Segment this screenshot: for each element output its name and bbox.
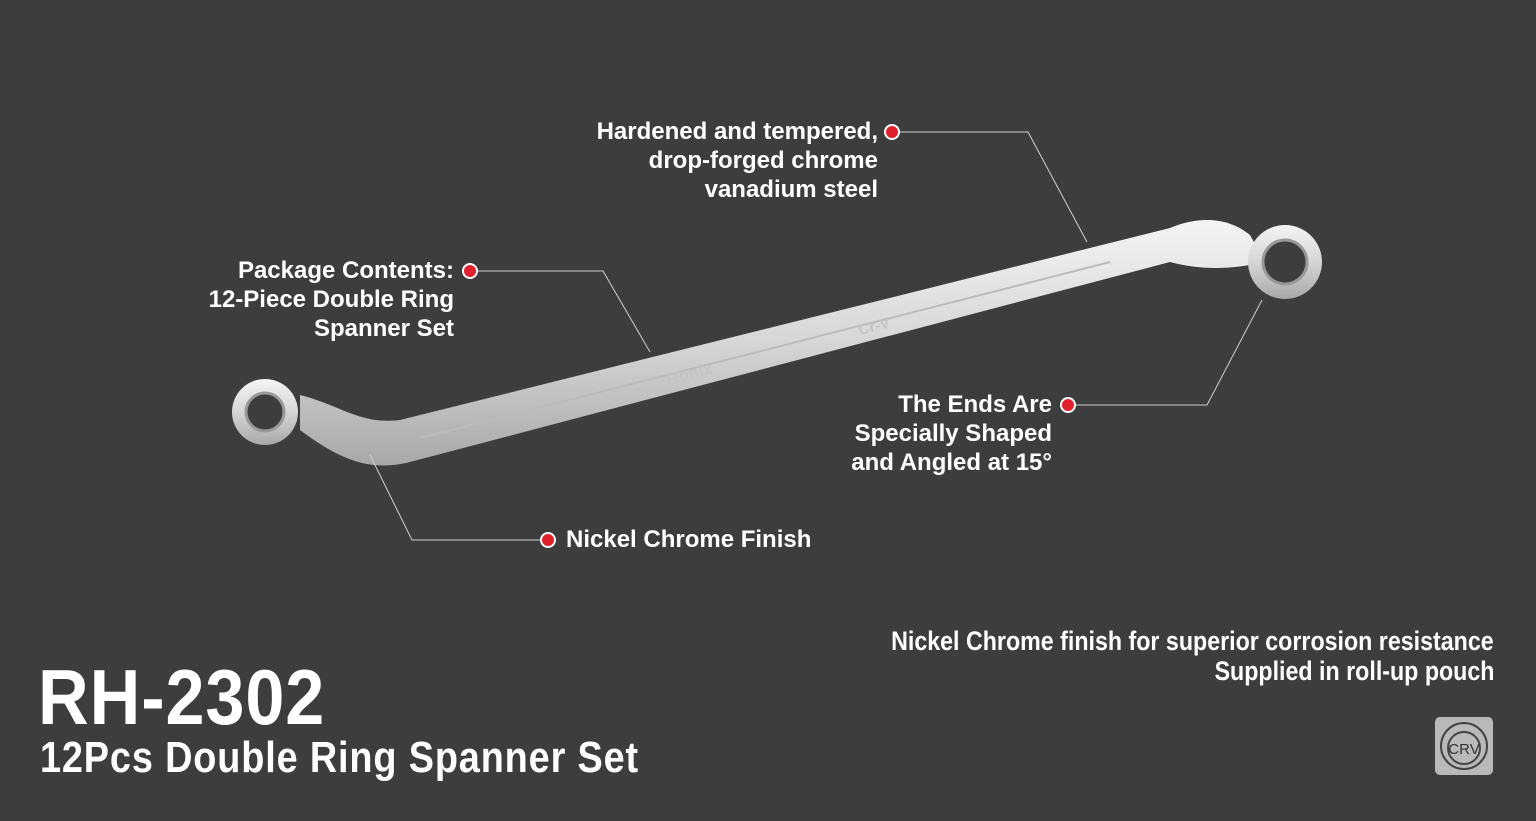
callout-line: drop-forged chrome — [648, 147, 878, 174]
callout-line: 12-Piece Double Ring — [208, 286, 454, 313]
crv-badge: CRV — [1435, 717, 1493, 775]
spanner: Ronix Cr-V — [232, 219, 1322, 466]
callout-line: vanadium steel — [704, 176, 878, 203]
ends-callout: The Ends Are Specially Shaped and Angled… — [851, 390, 1052, 477]
callout-line: Specially Shaped — [854, 420, 1052, 447]
callout-line: Hardened and tempered, — [596, 118, 878, 145]
feature-line: Supplied in roll-up pouch — [1214, 656, 1494, 686]
callout-line: The Ends Are — [898, 391, 1052, 418]
feature-line: Nickel Chrome finish for superior corros… — [891, 626, 1494, 656]
badge-text: CRV — [1448, 741, 1479, 758]
finish-callout: Nickel Chrome Finish — [566, 526, 812, 553]
callout-line: Spanner Set — [313, 315, 454, 342]
leader-lines — [369, 131, 1263, 541]
package-callout: Package Contents: 12-Piece Double Ring S… — [209, 256, 454, 343]
callout-line: Package Contents: — [237, 257, 454, 284]
callout-line: and Angled at 15° — [851, 449, 1052, 476]
product-name: 12Pcs Double Ring Spanner Set — [40, 733, 639, 782]
model-number: RH-2302 — [38, 653, 326, 741]
crv-logo-icon: CRV — [1440, 722, 1488, 770]
callout-dots — [462, 124, 1076, 548]
material-callout: Hardened and tempered, drop-forged chrom… — [597, 117, 878, 204]
